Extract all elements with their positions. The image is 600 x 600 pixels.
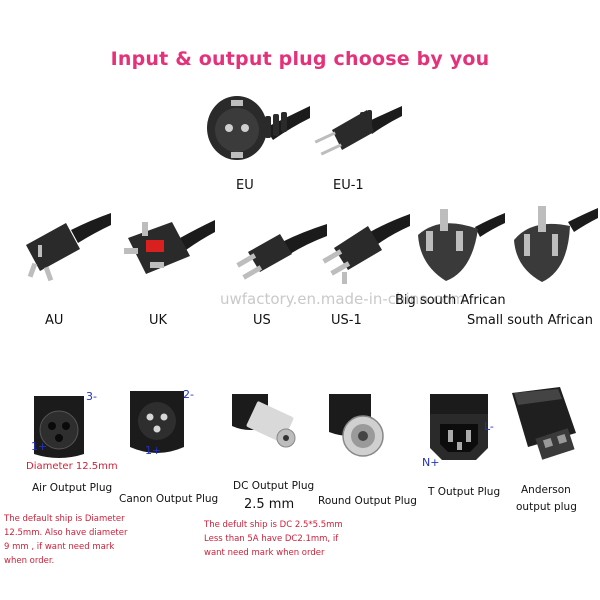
eu-plug-image xyxy=(207,96,310,160)
t-pin-n-label: N+ xyxy=(422,456,440,469)
us1-label: US-1 xyxy=(331,313,362,328)
t-output-plug-image xyxy=(430,394,488,460)
air-pin-3-label: 3- xyxy=(86,390,97,403)
au-label: AU xyxy=(45,313,64,328)
us-plug-image xyxy=(236,224,327,280)
canon-pin-2-label: 2- xyxy=(183,388,194,401)
dc-size-label: 2.5 mm xyxy=(244,497,295,512)
anderson-output-plug-image xyxy=(512,387,576,460)
big-south-african-label: Big south African xyxy=(395,293,506,308)
air-note-line-1: The default ship is Diameter xyxy=(4,514,125,524)
dc-default-note: The defult ship is DC 2.5*5.5mm Less tha… xyxy=(204,518,343,560)
dc-output-plug-image xyxy=(232,394,296,448)
watermark-text: uwfactory.en.made-in-china.com xyxy=(220,290,466,308)
dc-note-line-3: want need mark when order xyxy=(204,548,325,558)
air-note-line-3: 9 mm , if want need mark xyxy=(4,542,115,552)
canon-output-plug-label: Canon Output Plug xyxy=(119,493,219,505)
t-pin-l-label: L- xyxy=(484,420,494,433)
eu1-label: EU-1 xyxy=(333,178,364,193)
air-pin-1-label: 1+ xyxy=(31,440,48,453)
round-output-plug-image xyxy=(329,394,384,457)
air-note-line-4: when order. xyxy=(4,556,55,566)
eu-label: EU xyxy=(236,178,254,193)
us1-plug-image xyxy=(322,214,410,284)
big-south-african-plug-image xyxy=(418,209,505,281)
small-south-african-label: Small south African xyxy=(467,313,593,328)
small-south-african-plug-image xyxy=(514,206,598,282)
uk-label: UK xyxy=(149,313,168,328)
air-default-note: The default ship is Diameter 12.5mm. Als… xyxy=(4,512,128,568)
anderson-label-line1: Anderson xyxy=(521,484,571,496)
canon-pin-1-label: 1+ xyxy=(145,444,162,457)
canon-output-plug-image xyxy=(130,391,184,453)
air-diameter-note: Diameter 12.5mm xyxy=(26,461,118,472)
dc-note-line-2: Less than 5A have DC2.1mm, if xyxy=(204,534,339,544)
uk-plug-image xyxy=(124,220,215,274)
t-output-plug-label: T Output Plug xyxy=(428,486,501,498)
us-label: US xyxy=(253,313,271,328)
air-output-plug-label: Air Output Plug xyxy=(32,482,113,494)
eu1-plug-image xyxy=(314,106,402,156)
round-output-plug-label: Round Output Plug xyxy=(318,495,417,507)
dc-note-line-1: The defult ship is DC 2.5*5.5mm xyxy=(204,520,343,530)
anderson-label-line2: output plug xyxy=(516,501,577,513)
air-output-plug-image xyxy=(34,396,84,458)
page-title: Input & output plug choose by you xyxy=(110,48,490,70)
dc-output-plug-label: DC Output Plug xyxy=(233,480,315,492)
au-plug-image xyxy=(26,213,111,282)
air-note-line-2: 12.5mm. Also have diameter xyxy=(4,528,128,538)
